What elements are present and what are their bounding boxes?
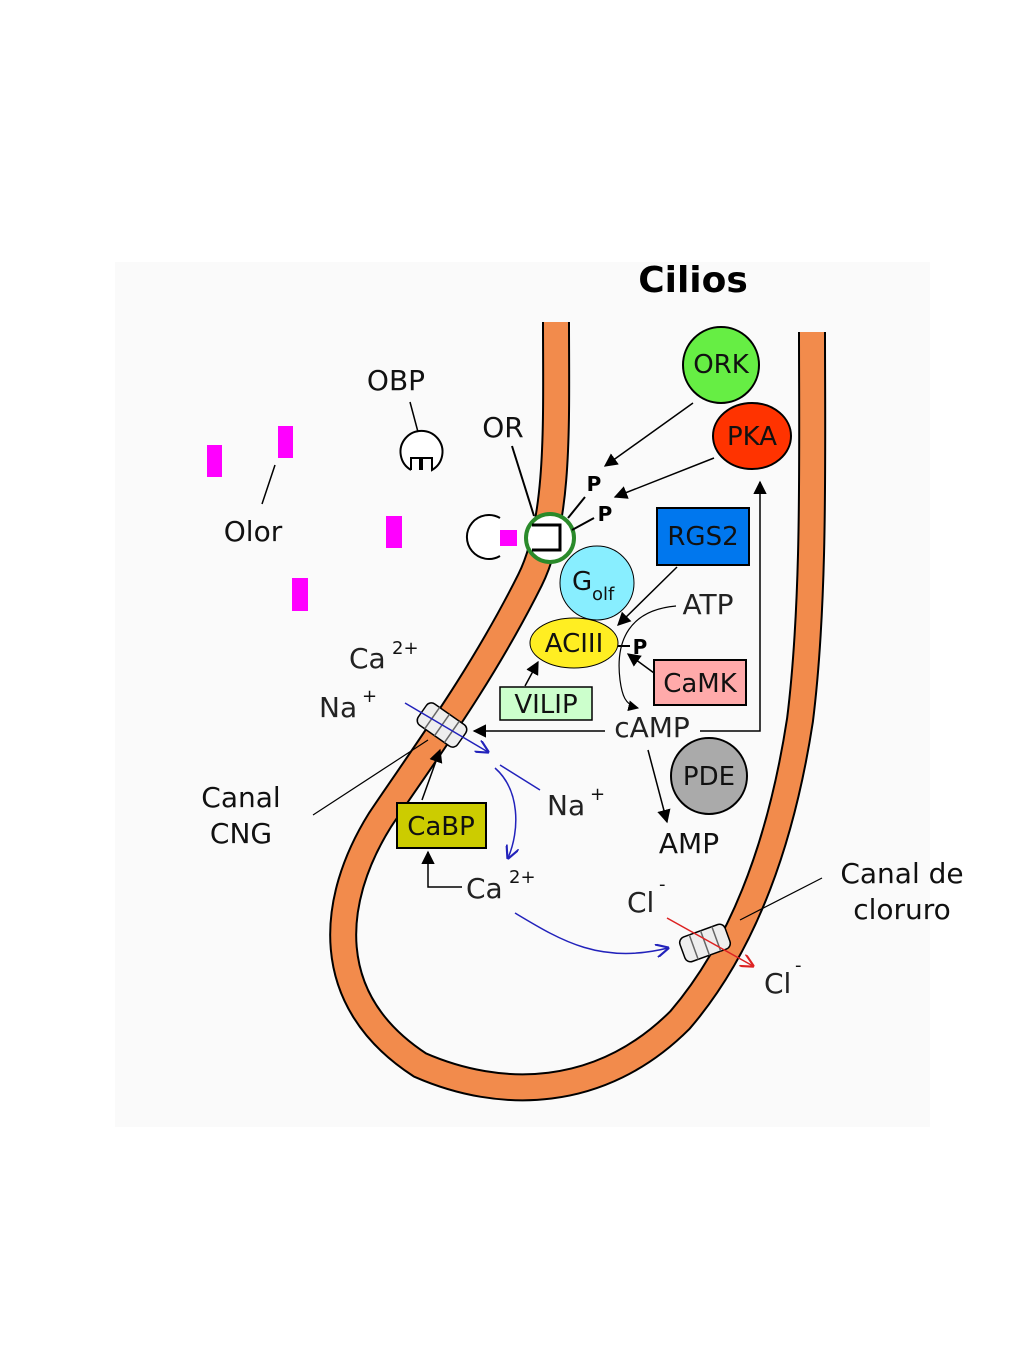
pde-label: PDE — [683, 762, 735, 792]
ca-inside-sup: 2+ — [509, 867, 536, 888]
obp-protein — [399, 401, 444, 472]
na-outside-sup: + — [362, 686, 377, 707]
phospho-label-2: P — [598, 502, 613, 526]
camp-to-amp-arrow — [647, 749, 671, 824]
rgs2-node — [656, 507, 750, 566]
ork-node — [682, 326, 760, 404]
canal-cng-leader-line — [312, 739, 429, 816]
olor-leader-line — [261, 464, 276, 505]
ca-to-chloride-arrow — [514, 912, 668, 954]
cl-inside-label: Cl — [627, 886, 654, 919]
cabp-to-cng-arrow — [421, 748, 443, 801]
aciii-node — [529, 617, 619, 669]
pka-node — [712, 402, 792, 470]
or-receptor — [524, 512, 576, 564]
camk-label: CaMK — [663, 669, 738, 699]
odor-molecule — [386, 516, 402, 548]
rgs2-arrow — [617, 566, 678, 626]
golf-sub-label: olf — [592, 584, 615, 605]
cng-ion-flow-arrow — [404, 702, 488, 752]
vilip-arrow — [524, 660, 539, 687]
obp-label: OBP — [367, 364, 425, 397]
phospho-label-1: P — [587, 472, 602, 496]
olor-label: Olor — [224, 515, 283, 548]
ca-influx-arrow — [494, 767, 516, 858]
ca-inside-label: Ca — [466, 872, 503, 905]
aciii-label: ACIII — [545, 629, 604, 659]
odor-molecule — [292, 578, 308, 611]
atp-label: ATP — [683, 588, 734, 621]
cabp-label: CaBP — [407, 812, 475, 842]
cl-outside-sup: - — [795, 955, 802, 976]
canal-cloruro-leader-line — [739, 877, 823, 921]
golf-label: G — [572, 567, 592, 597]
odor-molecule — [278, 426, 293, 458]
na-outside-label: Na — [319, 691, 357, 724]
vilip-node — [499, 686, 593, 721]
odor-molecule — [207, 445, 222, 477]
canal-cloruro-label-line1: Canal de — [840, 857, 963, 890]
diagram-title: Cilios — [638, 260, 748, 301]
camp-label: cAMP — [614, 711, 690, 744]
cilium-membrane — [331, 321, 825, 1100]
rgs2-label: RGS2 — [667, 522, 738, 552]
vilip-label: VILIP — [514, 690, 577, 720]
ca-outside-label: Ca — [349, 642, 386, 675]
chloride-efflux-arrow — [666, 917, 753, 966]
pka-arrow — [613, 457, 715, 499]
atp-to-camp-arrow — [618, 605, 677, 712]
or-label: OR — [482, 411, 524, 444]
cabp-node — [396, 802, 487, 849]
cl-outside-label: Cl — [764, 967, 791, 1000]
amp-label: AMP — [659, 827, 719, 860]
or-leader-line — [511, 445, 535, 517]
obp-bound — [465, 514, 501, 560]
canal-cng-label-line1: Canal — [201, 781, 280, 814]
ca-outside-sup: 2+ — [392, 638, 419, 659]
canal-cng-label-line2: CNG — [210, 817, 272, 850]
cl-inside-sup: - — [659, 874, 666, 895]
camp-to-pka-arrow — [700, 480, 767, 732]
na-inside-sup: + — [590, 784, 605, 805]
phospho-label-3: P — [633, 635, 648, 659]
ca-to-cabp-arrow — [421, 850, 462, 888]
na-inside-label: Na — [547, 789, 585, 822]
ork-arrow — [603, 402, 694, 467]
pde-node — [670, 737, 748, 815]
ork-label: ORK — [693, 350, 750, 380]
camk-arrow — [626, 653, 655, 674]
pka-label: PKA — [727, 422, 777, 452]
canal-cloruro-label-line2: cloruro — [853, 893, 951, 926]
chloride-channel — [678, 923, 732, 963]
camk-node — [653, 659, 747, 706]
golf-node — [559, 545, 635, 621]
